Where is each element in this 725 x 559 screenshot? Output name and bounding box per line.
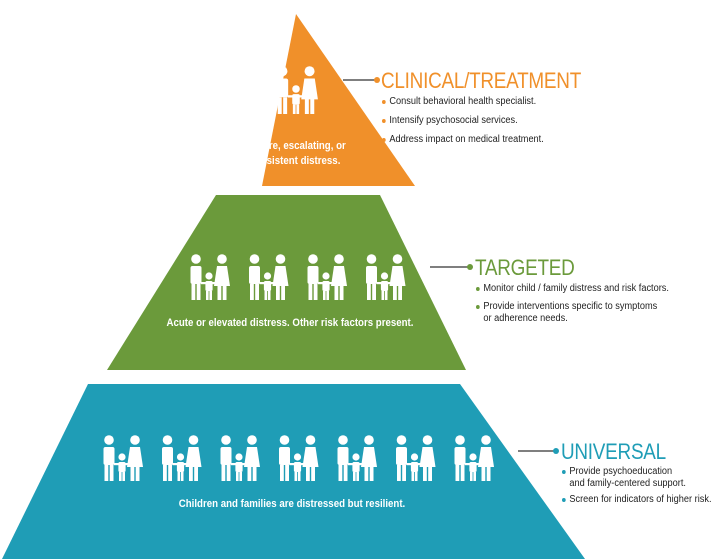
- family-icon: [307, 254, 347, 300]
- bullet-text: Consult behavioral health specialist.: [389, 96, 537, 107]
- targeted-bullets: Monitor child / family distress and risk…: [476, 283, 669, 325]
- bullet-item: Provide psychoeducation and family-cente…: [562, 466, 712, 490]
- bullet-text: Provide interventions specific to sympto…: [483, 301, 658, 324]
- family-icon: [249, 254, 289, 300]
- family-icon: [279, 435, 319, 481]
- bullet-text: Monitor child / family distress and risk…: [483, 283, 669, 294]
- bullet-text: Screen for indicators of higher risk.: [569, 494, 712, 505]
- targeted-family-icons: [190, 254, 406, 300]
- bullet-item: Screen for indicators of higher risk.: [562, 494, 712, 506]
- family-icon: [454, 435, 494, 481]
- universal-heading: UNIVERSAL: [561, 439, 666, 464]
- bullet-item: Consult behavioral health specialist.: [382, 96, 544, 108]
- clinical-description: Severe, escalating, or persistent distre…: [246, 140, 346, 167]
- family-icon: [103, 435, 143, 481]
- bullet-text: Provide psychoeducation and family-cente…: [569, 466, 686, 489]
- bullet-item: Provide interventions specific to sympto…: [476, 301, 669, 325]
- family-icon: [396, 435, 436, 481]
- universal-tier: [2, 384, 585, 559]
- family-icon: [366, 254, 406, 300]
- universal-family-icons: [103, 435, 494, 481]
- universal-description: Children and families are distressed but…: [178, 498, 406, 510]
- connector-universal: [518, 448, 559, 454]
- family-icon: [337, 435, 377, 481]
- family-icon: [276, 66, 318, 114]
- connector-clinical: [343, 77, 380, 83]
- bullet-text: Address impact on medical treatment.: [389, 134, 544, 145]
- bullet-item: Intensify psychosocial services.: [382, 115, 544, 127]
- family-icon: [190, 254, 230, 300]
- universal-bullets: Provide psychoeducation and family-cente…: [562, 466, 712, 506]
- clinical-heading: CLINICAL/TREATMENT: [381, 68, 582, 93]
- bullet-text: Intensify psychosocial services.: [389, 115, 518, 126]
- connector-targeted: [430, 264, 473, 270]
- clinical-family-icons: [276, 66, 318, 114]
- bullet-item: Monitor child / family distress and risk…: [476, 283, 669, 295]
- family-icon: [162, 435, 202, 481]
- bullet-item: Address impact on medical treatment.: [382, 134, 544, 146]
- targeted-description: Acute or elevated distress. Other risk f…: [166, 317, 414, 329]
- targeted-heading: TARGETED: [475, 255, 575, 280]
- clinical-tier: [262, 14, 415, 186]
- family-icon: [220, 435, 260, 481]
- clinical-bullets: Consult behavioral health specialist. In…: [382, 96, 544, 146]
